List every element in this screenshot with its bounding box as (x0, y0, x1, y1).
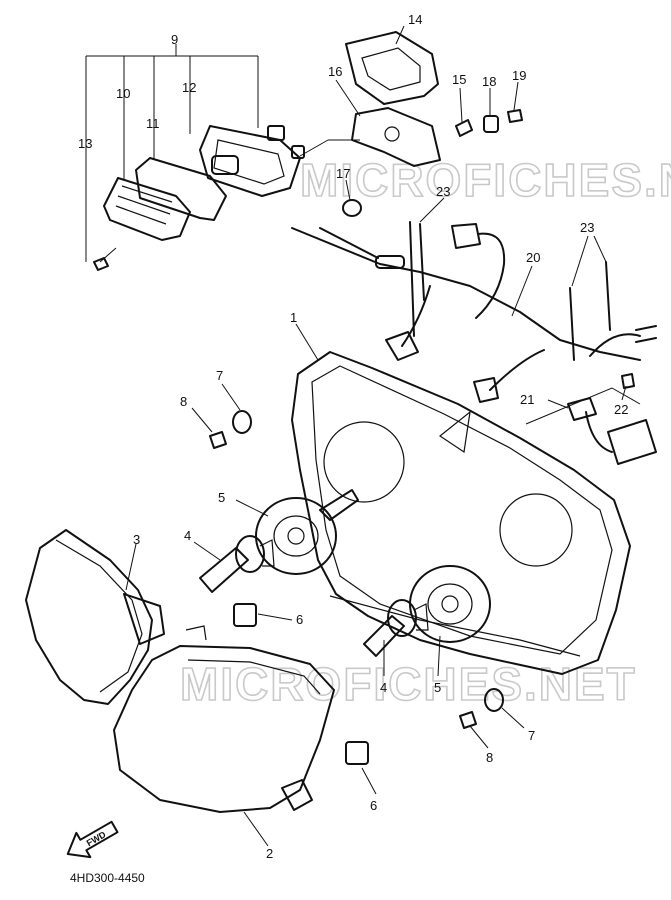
callout-17: 17 (336, 166, 350, 181)
mount-bracket (351, 107, 441, 167)
callout-10: 10 (116, 86, 130, 101)
callout-1: 1 (290, 310, 297, 325)
clamp-23-left (409, 221, 415, 337)
harness-connector-left (385, 331, 419, 361)
callout-5-upper: 5 (218, 490, 225, 505)
callout-20: 20 (526, 250, 540, 265)
reflector-bulb (211, 155, 239, 175)
screw-8-lower (459, 711, 477, 729)
reflector-assembly (93, 125, 305, 271)
callout-16: 16 (328, 64, 342, 79)
callout-12: 12 (182, 80, 196, 95)
headlight-wiring-harness (291, 221, 657, 465)
callout-4-upper: 4 (184, 528, 191, 543)
headlight-bulb-upper (199, 535, 275, 593)
grommet-7-lower (484, 688, 504, 712)
harness-connector-top (451, 223, 481, 249)
diagram-code: 4HD300-4450 (70, 871, 145, 885)
screw-8-upper (209, 431, 227, 449)
callout-3: 3 (133, 532, 140, 547)
callout-numbers: 1 2 3 4 4 5 5 6 6 7 7 8 8 9 10 11 12 13 … (78, 12, 628, 861)
callout-7-lower: 7 (528, 728, 535, 743)
callout-6-lower: 6 (370, 798, 377, 813)
callout-21: 21 (520, 392, 534, 407)
callout-5-lower: 5 (434, 680, 441, 695)
watermark-top: MICROFICHES.NET (300, 154, 671, 206)
leader-lines (125, 25, 627, 847)
forward-arrow: FWD (66, 820, 119, 859)
bulb-holder-upper (255, 489, 359, 575)
harness-sensor-21 (567, 397, 597, 421)
callout-4-lower: 4 (380, 680, 387, 695)
reflector-screw (93, 257, 109, 271)
callout-9-bracket (85, 44, 259, 262)
grommet-7-upper (232, 410, 252, 434)
harness-plug-22 (607, 419, 657, 465)
callout-13: 13 (78, 136, 92, 151)
callout-23-right: 23 (580, 220, 594, 235)
watermark-bottom: MICROFICHES.NET (180, 658, 637, 710)
socket-6-upper (233, 603, 257, 627)
callout-23-left: 23 (436, 184, 450, 199)
collar-18 (483, 115, 499, 133)
callout-15: 15 (452, 72, 466, 87)
clamp-23-right (569, 287, 575, 361)
callout-14: 14 (408, 12, 422, 27)
harness-connector-lower (473, 377, 499, 403)
callout-19: 19 (512, 68, 526, 83)
harness-main (291, 227, 641, 361)
callout-8-upper: 8 (180, 394, 187, 409)
reflector-lens (103, 177, 191, 241)
mounting-plate (345, 31, 439, 105)
callout-8-lower: 8 (486, 750, 493, 765)
bolt-15 (455, 119, 473, 137)
headlight-rim (25, 529, 165, 705)
socket-6-lower (345, 741, 369, 765)
mounting-plate-assembly (299, 31, 523, 217)
callout-2: 2 (266, 846, 273, 861)
grommet-17 (342, 199, 362, 217)
headlight-body-outline (291, 351, 631, 675)
callout-11: 11 (146, 116, 160, 131)
callout-22: 22 (614, 402, 628, 417)
callout-7-upper: 7 (216, 368, 223, 383)
callout-9: 9 (171, 32, 178, 47)
headlight-lens (113, 625, 335, 813)
headlight-bulb-lower (363, 599, 429, 657)
screw-19 (507, 109, 523, 123)
reflector-housing (199, 125, 301, 197)
callout-18: 18 (482, 74, 496, 89)
callout-6-upper: 6 (296, 612, 303, 627)
headlight-body (291, 351, 631, 675)
